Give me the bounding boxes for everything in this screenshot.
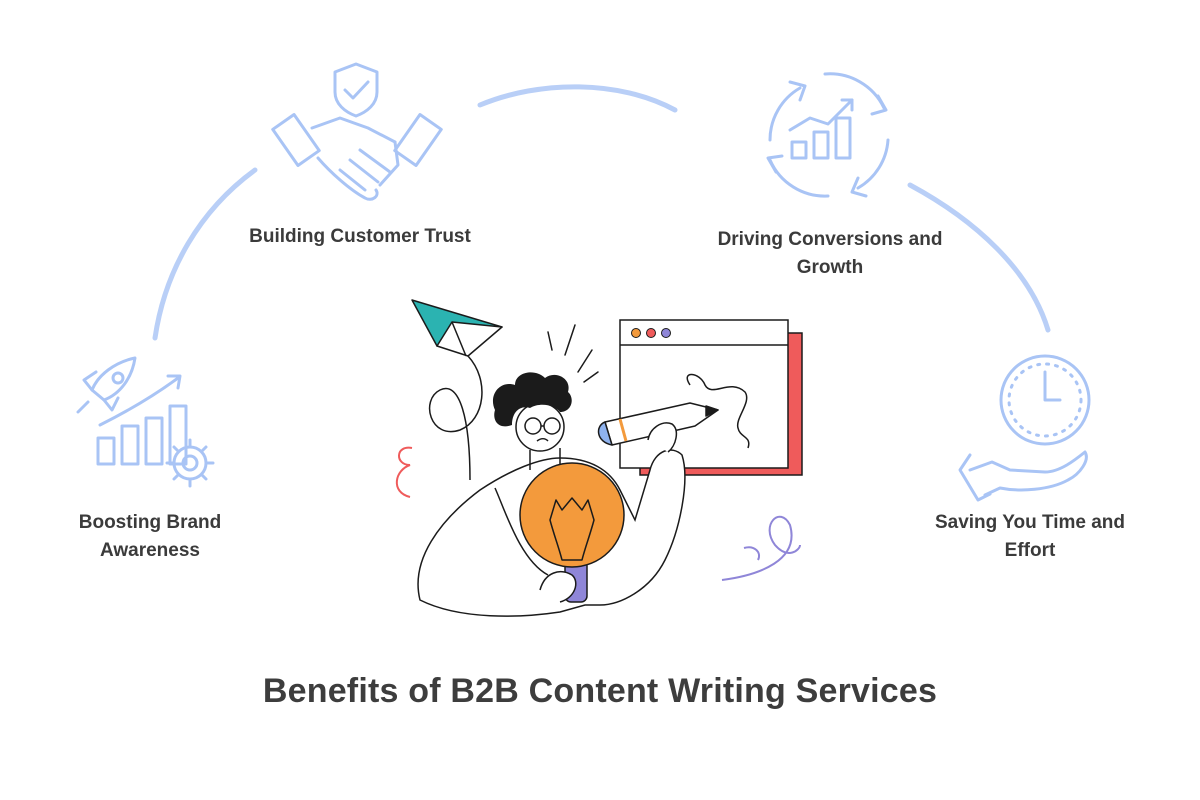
purple-squiggle bbox=[721, 515, 801, 581]
benefit-label-brand: Boosting Brand Awareness bbox=[40, 509, 260, 565]
benefit-label-drive-line2: Growth bbox=[796, 257, 864, 278]
red-squiggle bbox=[395, 446, 413, 498]
benefit-label-time: Saving You Time and Effort bbox=[900, 509, 1160, 565]
growth-cycle-icon bbox=[766, 72, 890, 198]
plane-trail bbox=[429, 355, 483, 481]
benefit-label-time-line1: Saving You Time and bbox=[934, 512, 1126, 533]
central-illustration bbox=[395, 299, 803, 617]
handshake-shield-icon bbox=[271, 62, 443, 201]
arc-left bbox=[152, 167, 258, 341]
arc-top bbox=[477, 84, 678, 113]
benefit-label-trust: Building Customer Trust bbox=[210, 223, 510, 251]
benefit-label-brand-line1: Boosting Brand bbox=[78, 512, 222, 533]
benefit-label-drive-line1: Driving Conversions and bbox=[717, 229, 943, 250]
connector-arcs bbox=[152, 84, 1051, 341]
benefit-label-brand-line2: Awareness bbox=[100, 540, 200, 561]
paper-plane-icon bbox=[411, 299, 503, 357]
hand-right bbox=[647, 422, 678, 453]
idea-rays bbox=[547, 324, 599, 383]
browser-window bbox=[619, 319, 789, 469]
benefit-label-trust-line1: Building Customer Trust bbox=[249, 226, 471, 247]
arc-right bbox=[907, 182, 1051, 333]
page-title: Benefits of B2B Content Writing Services bbox=[262, 672, 938, 710]
benefit-label-time-line2: Effort bbox=[1004, 540, 1056, 561]
person-head bbox=[492, 372, 572, 452]
rocket-chart-gear-icon bbox=[76, 356, 215, 488]
clock-hand-icon bbox=[958, 354, 1091, 502]
hand-left bbox=[539, 571, 577, 603]
benefit-label-drive: Driving Conversions and Growth bbox=[680, 226, 980, 282]
